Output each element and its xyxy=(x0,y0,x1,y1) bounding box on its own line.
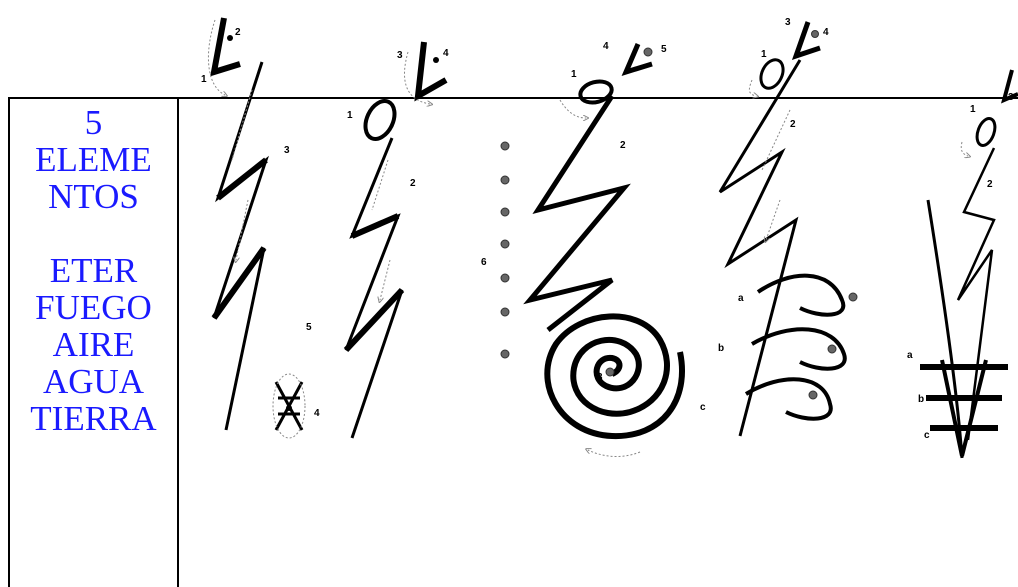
symbol-agua-dot xyxy=(812,31,819,38)
symbol-aire-dots xyxy=(501,142,509,358)
stroke-order-label: a xyxy=(738,293,744,304)
symbol-tierra-guide xyxy=(961,142,968,156)
stroke-order-label: a xyxy=(907,350,913,361)
symbol-aire-spiral xyxy=(547,316,682,436)
stroke-order-label: 1 xyxy=(761,49,767,60)
stroke-order-label: 2 xyxy=(790,119,796,130)
symbol-aire-dot xyxy=(644,48,652,56)
symbol-agua-guide-2 xyxy=(762,110,790,240)
symbol-fuego-loop xyxy=(360,96,400,143)
stroke-order-label: 3 xyxy=(284,145,290,156)
symbol-aire-zigzag xyxy=(530,96,624,330)
symbol-aire: 1 2 3 4 5 6 xyxy=(481,41,682,456)
symbol-eter-dot xyxy=(227,35,233,41)
stroke-order-label: 1 xyxy=(970,104,976,115)
stroke-order-label: 6 xyxy=(481,257,487,268)
symbol-aire-spiral-dot xyxy=(606,368,614,376)
stroke-order-label: 1 xyxy=(347,110,353,121)
symbol-eter: 1 2 3 4 5 xyxy=(201,18,320,438)
stroke-order-label: 4 xyxy=(443,48,449,59)
stroke-order-label: 3 xyxy=(785,17,791,28)
stroke-order-label: 3 xyxy=(1008,92,1014,103)
symbol-tierra-v xyxy=(942,360,986,456)
stroke-order-label: 3 xyxy=(597,372,603,383)
symbol-eter-zigzag xyxy=(214,62,266,430)
stroke-order-label: 2 xyxy=(235,27,241,38)
symbol-fuego: 1 2 3 4 xyxy=(346,42,449,438)
stroke-order-label: 2 xyxy=(620,140,626,151)
symbol-agua-guide xyxy=(749,80,756,96)
symbol-tierra-bars xyxy=(920,367,1008,428)
stroke-order-label: 4 xyxy=(603,41,609,52)
symbol-aire-guide xyxy=(560,100,586,118)
symbol-aire-guide-2 xyxy=(588,450,640,456)
symbol-fuego-zigzag xyxy=(346,138,402,438)
symbol-tierra-stem xyxy=(928,200,962,458)
stroke-order-label: b xyxy=(718,343,724,354)
stroke-order-label: 3 xyxy=(397,50,403,61)
stroke-order-label: 5 xyxy=(306,322,312,333)
symbol-eter-star-dot xyxy=(286,405,292,411)
stroke-order-label: 1 xyxy=(201,74,207,85)
symbol-tierra: 1 2 3 a b c xyxy=(907,70,1018,458)
stroke-order-label: 1 xyxy=(571,69,577,80)
stroke-order-label: c xyxy=(700,402,706,413)
symbol-fuego-angle xyxy=(418,42,446,96)
stroke-order-label: c xyxy=(924,430,930,441)
stroke-order-label: b xyxy=(918,394,924,405)
stroke-order-label: 5 xyxy=(661,44,667,55)
stroke-order-label: 4 xyxy=(314,408,320,419)
stroke-order-label: 2 xyxy=(987,179,993,190)
symbol-tierra-loop xyxy=(974,116,999,148)
symbol-agua: 1 2 3 4 a b c xyxy=(700,17,857,436)
symbol-fuego-dot xyxy=(433,57,439,63)
symbol-agua-angle xyxy=(796,22,820,56)
stroke-order-label: 2 xyxy=(410,178,416,189)
stroke-order-label: 4 xyxy=(823,27,829,38)
